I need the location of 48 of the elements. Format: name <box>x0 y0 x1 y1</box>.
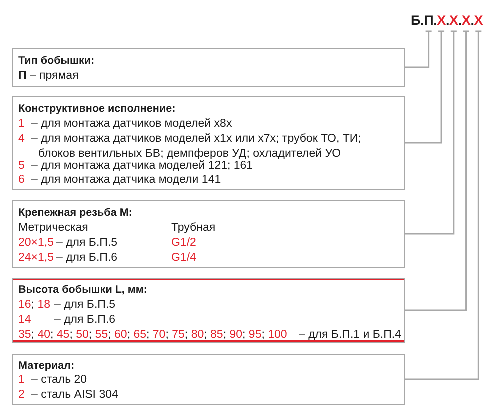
leader-line <box>404 30 458 235</box>
leader-line <box>404 30 446 144</box>
section-heading: Материал: <box>18 358 75 374</box>
section-heading: Высота бобышки L, мм: <box>18 283 148 298</box>
option-code: 14 <box>18 313 32 328</box>
option-code: 5 <box>18 159 25 174</box>
section-heading: Конструктивное исполнение: <box>18 102 176 117</box>
code-letter: Х <box>474 13 484 29</box>
code-letter: Х. <box>462 13 474 29</box>
option-description: – для Б.П.6 <box>56 251 118 266</box>
leader-line <box>404 30 470 312</box>
spec-panel <box>12 96 405 190</box>
option-description: – для монтажа датчиков моделей x1x или x7x; трубок ТО, ТИ; блоков вентильных БВ; демпферов УД; охладителей УО <box>32 132 362 160</box>
option-code: 16; 18 <box>18 298 50 313</box>
option-code: 1 <box>18 117 25 132</box>
option-description: П – прямая <box>18 69 79 84</box>
option-description: – для монтажа датчика моделей 121; 161 <box>32 160 254 174</box>
option-code: G1/2 <box>172 236 196 251</box>
option-code: G1/4 <box>172 251 196 266</box>
code-letter: Х. <box>437 13 450 29</box>
option-description: – сталь 20 <box>32 373 88 388</box>
option-description: – для Б.П.5 <box>54 298 116 313</box>
option-code: 24×1,5 <box>18 251 54 266</box>
spec-panel <box>12 200 405 268</box>
option-description: – для Б.П.5 <box>56 236 118 251</box>
code-letter: Б. <box>411 13 424 29</box>
option-code: 35; 40; 45; 50; 55; 60; 65; 70; 75; 80; 85; 90; 95; 100 <box>18 328 288 343</box>
code-letter: П. <box>424 13 438 29</box>
leader-line <box>404 30 433 68</box>
option-code: 20×1,5 <box>18 236 54 251</box>
option-code: 1 <box>18 373 25 388</box>
spec-panel <box>12 48 405 87</box>
column-heading: Трубная <box>172 221 216 236</box>
code-letter: Х. <box>450 13 462 29</box>
spec-panel <box>12 354 405 405</box>
option-code: 4 <box>18 132 25 147</box>
section-heading: Тип бобышки: <box>18 54 95 69</box>
option-description: – для Б.П.1 и Б.П.4 <box>299 328 402 343</box>
section-heading: Крепежная резьба М: <box>18 206 132 221</box>
option-description: – сталь AISI 304 <box>32 388 118 403</box>
option-description: – для монтажа датчика модели 141 <box>32 173 222 188</box>
spec-panel <box>12 278 405 343</box>
option-code: 6 <box>18 173 25 188</box>
leader-line <box>404 30 482 380</box>
option-code: 2 <box>18 388 25 403</box>
column-heading: Метрическая <box>18 221 88 236</box>
option-description: – для монтажа датчиков моделей x8x <box>32 117 232 132</box>
option-description: – для Б.П.6 <box>54 313 116 328</box>
